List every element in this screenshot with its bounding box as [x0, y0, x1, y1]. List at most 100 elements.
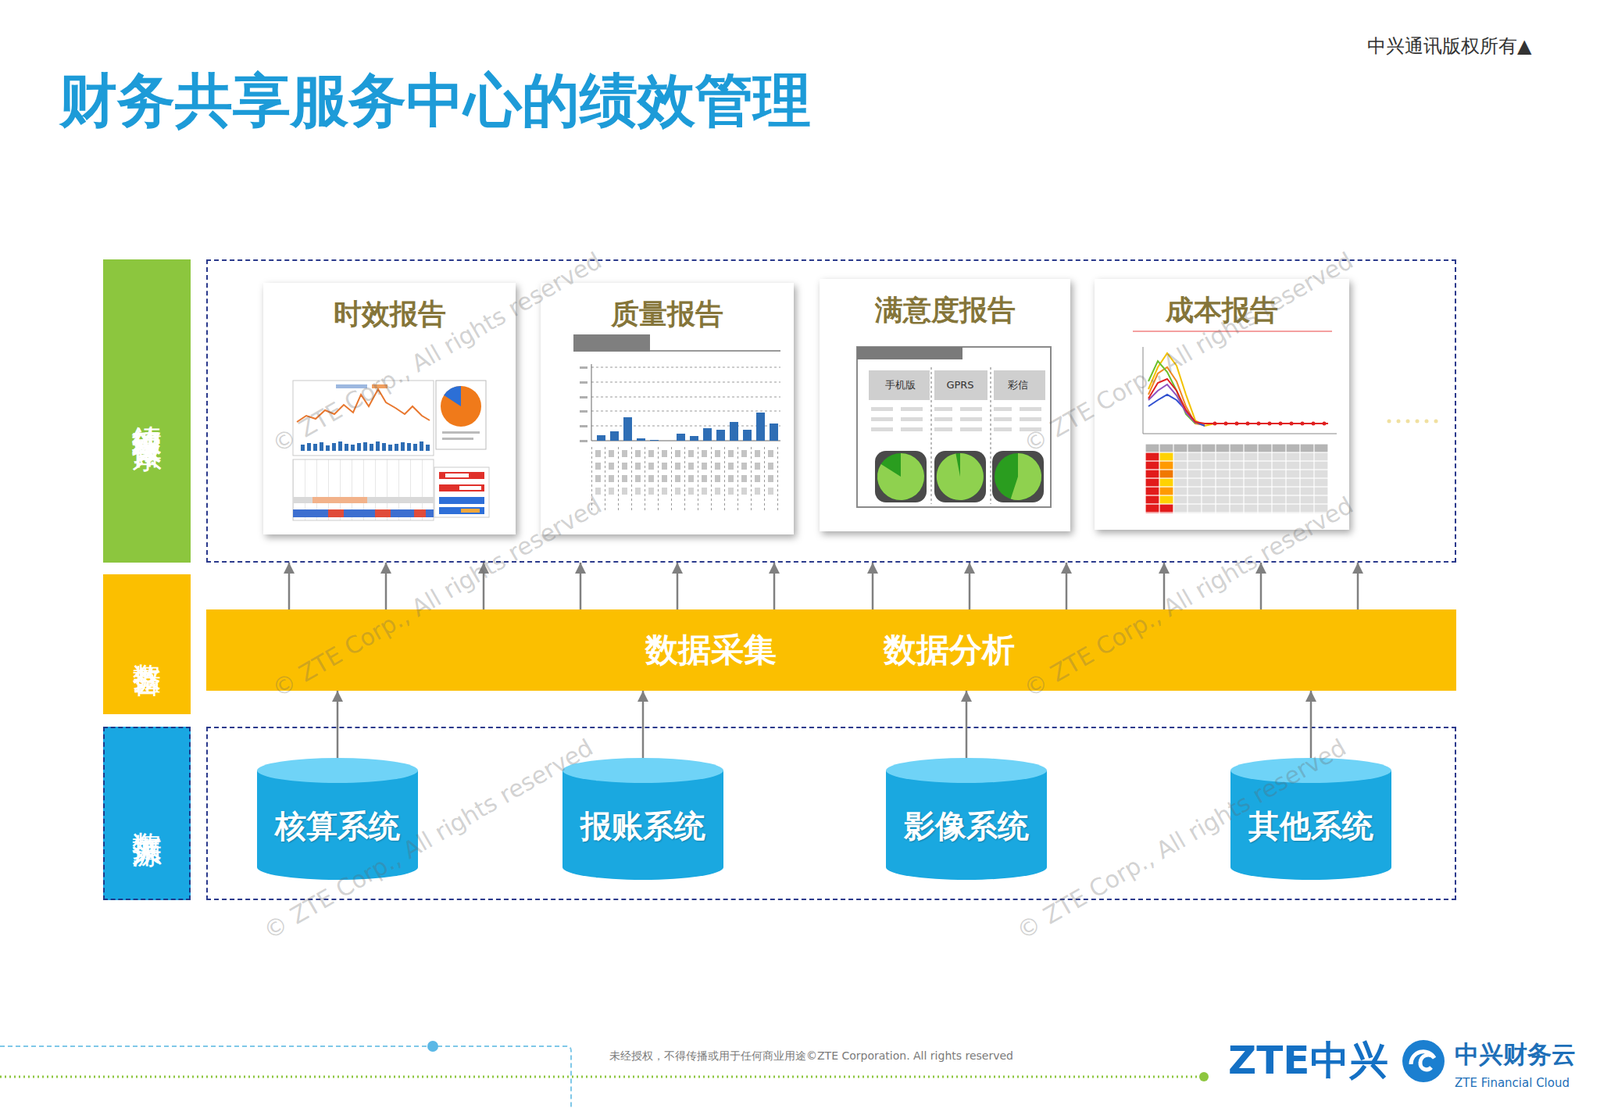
watermark: © ZTE Corp., All rights reserved	[1019, 247, 1358, 458]
cylinder-body	[562, 770, 724, 880]
continuation-dots	[1415, 419, 1420, 424]
satisfaction-chart	[934, 404, 988, 436]
report-card: 满意度报告	[819, 278, 1071, 532]
satisfaction-chart	[1010, 453, 1042, 500]
cost-chart	[1300, 421, 1305, 426]
satisfaction-chart	[857, 346, 1051, 508]
cost-chart	[1267, 421, 1272, 426]
satisfaction-chart	[934, 370, 988, 400]
report-card: 质量报告	[540, 282, 794, 535]
cylinder-body	[885, 770, 1047, 880]
quality-chart	[573, 334, 650, 352]
flow-arrow	[579, 562, 583, 610]
flow-arrow	[965, 690, 968, 758]
cost-chart	[1159, 495, 1174, 504]
cost-chart	[1235, 421, 1240, 426]
quality-chart	[650, 350, 781, 352]
satisfaction-chart	[992, 450, 1044, 503]
cost-chart	[1159, 452, 1174, 461]
node-text: 数据整合	[132, 641, 161, 648]
satisfaction-chart	[994, 453, 1042, 500]
watermark: © ZTE Corp., All rights reserved	[1019, 492, 1358, 703]
cost-chart	[1145, 452, 1160, 514]
timeliness-chart	[439, 496, 485, 504]
cost-chart	[1159, 460, 1174, 470]
quality-chart	[573, 334, 781, 513]
timeliness-chart	[459, 485, 482, 490]
timeliness-chart	[443, 385, 461, 407]
node-text: 数据采集	[645, 633, 777, 667]
database-cylinder: 报账系统	[562, 757, 724, 880]
cost-chart	[1322, 421, 1327, 426]
quality-chart	[591, 364, 781, 441]
flow-arrow	[676, 562, 679, 610]
timeliness-chart	[442, 431, 480, 434]
flow-arrow	[642, 690, 645, 758]
cost-chart	[1289, 421, 1294, 426]
timeliness-chart	[434, 467, 490, 518]
node-text: 质量报告	[540, 298, 794, 330]
source-group: 核算系统报账系统影像系统其他系统	[206, 726, 1457, 900]
cost-chart	[1159, 503, 1174, 514]
cost-chart	[1213, 421, 1327, 426]
flow-arrow	[385, 562, 388, 610]
page-title: 财务共享服务中心的绩效管理	[59, 68, 811, 133]
cost-chart	[1145, 452, 1329, 514]
quality-chart	[591, 367, 781, 426]
satisfaction-chart	[993, 370, 1046, 400]
satisfaction-chart	[857, 346, 1051, 508]
column-header: 彩信	[1007, 379, 1029, 391]
quality-chart	[591, 446, 781, 513]
timeliness-chart	[328, 509, 344, 518]
cost-chart	[1148, 384, 1196, 423]
footer-decoration	[0, 1046, 572, 1108]
node-text: 数据分析	[883, 633, 1015, 667]
quality-chart	[579, 366, 588, 443]
timeliness-chart	[414, 509, 426, 518]
timeliness-chart	[375, 509, 391, 518]
cost-chart	[1213, 421, 1218, 426]
continuation-dots	[1406, 419, 1411, 424]
node-text: 报账系统	[562, 771, 724, 880]
node-text: 绩效管理报告体系	[132, 401, 162, 421]
flow-arrow	[968, 562, 972, 610]
cylinder-top	[885, 757, 1047, 783]
timeliness-chart	[439, 507, 485, 515]
timeliness-chart	[292, 380, 490, 521]
timeliness-chart	[440, 385, 482, 427]
column-header: GPRS	[946, 379, 974, 391]
footer-decoration	[1199, 1071, 1209, 1082]
satisfaction-chart	[857, 346, 963, 360]
copyright-note: 中兴通讯版权所有▲	[1367, 35, 1532, 57]
continuation-dots	[1387, 419, 1392, 424]
cost-chart	[1246, 421, 1250, 426]
footer-decoration	[427, 1040, 439, 1052]
node-text: 满意度报告	[819, 294, 1071, 326]
flow-arrow	[336, 690, 340, 758]
cost-chart	[1145, 443, 1329, 453]
timeliness-chart	[300, 441, 430, 451]
watermark: © ZTE Corp., All rights reserved	[267, 492, 607, 703]
flow-arrow	[288, 562, 291, 610]
satisfaction-chart	[877, 453, 925, 500]
report-card: 成本报告	[1094, 278, 1350, 530]
section-label: 数据来源	[103, 726, 191, 900]
satisfaction-chart	[936, 453, 984, 500]
quality-chart	[596, 412, 779, 441]
flow-arrow	[773, 562, 776, 610]
timeliness-chart	[292, 459, 434, 521]
timeliness-chart	[435, 380, 486, 450]
column-header: 手机版	[885, 379, 916, 391]
timeliness-chart	[442, 437, 474, 440]
satisfaction-chart	[877, 453, 925, 500]
satisfaction-chart	[931, 367, 991, 504]
satisfaction-chart	[868, 370, 930, 400]
satisfaction-chart	[936, 453, 984, 500]
brand-subtitle: ZTE Financial Cloud	[1454, 1076, 1570, 1090]
footer-decoration	[1410, 1051, 1435, 1070]
flow-arrow	[1065, 562, 1068, 610]
